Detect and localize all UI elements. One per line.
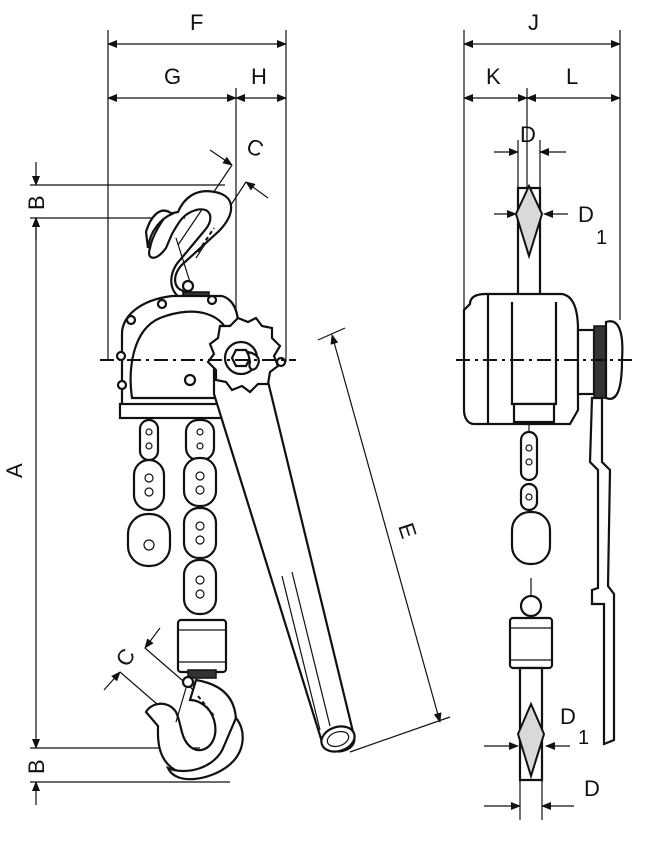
bottom-block-collar bbox=[187, 669, 217, 679]
bottom-block bbox=[176, 618, 228, 679]
side-chain-link-1-hole-a bbox=[525, 444, 533, 452]
side-chain-link-2-hole bbox=[525, 493, 533, 501]
label-D-bottom: D bbox=[584, 776, 600, 801]
side-lever-arm bbox=[588, 396, 616, 746]
side-view: J K L D D 1 bbox=[456, 10, 632, 820]
bottom-hook bbox=[144, 675, 244, 781]
label-F: F bbox=[190, 10, 203, 35]
side-lever bbox=[588, 396, 616, 746]
housing-bolt-5 bbox=[183, 373, 197, 387]
dimension-arrow-C-top-1 bbox=[209, 149, 233, 166]
side-bottom-hook-diamond bbox=[516, 701, 546, 780]
housing-bolt-6 bbox=[206, 294, 218, 306]
side-chain-link-1-hole-b bbox=[525, 458, 533, 466]
label-L: L bbox=[566, 64, 578, 89]
side-chain-ring bbox=[519, 594, 543, 618]
top-hook bbox=[144, 190, 233, 302]
handle-arm bbox=[212, 330, 356, 753]
slack-chain-link-1-hole-b bbox=[145, 442, 153, 450]
label-C-top: C bbox=[243, 133, 267, 162]
bottom-hook-latch-dashed bbox=[197, 695, 215, 717]
front-view: F G H B A B C C E bbox=[2, 10, 451, 805]
ratchet-star-wheel bbox=[206, 316, 287, 394]
load-chain-link-1 bbox=[184, 418, 216, 462]
side-housing-bottom bbox=[512, 402, 556, 424]
load-chain-link-3 bbox=[182, 506, 218, 560]
handle-groove-1 bbox=[281, 575, 321, 731]
housing-bottom-plate bbox=[118, 402, 232, 420]
label-B-top: B bbox=[24, 195, 49, 210]
top-hook-latch-dashed bbox=[197, 227, 215, 253]
slack-chain-link-1-hole-a bbox=[145, 428, 153, 436]
label-D1-top: D bbox=[578, 202, 594, 227]
star-wheel-pawl bbox=[246, 350, 260, 371]
load-chain-link-2-hole-a bbox=[195, 471, 205, 481]
housing-bolt-3 bbox=[115, 350, 127, 362]
bottom-hook-bowl bbox=[165, 715, 244, 781]
load-chain-link-4-hole-b bbox=[195, 589, 205, 599]
load-chain-link-4 bbox=[182, 558, 218, 616]
side-ratchet-hub bbox=[576, 328, 596, 396]
side-chain-end-link bbox=[510, 510, 552, 566]
side-housing-cover bbox=[510, 302, 558, 406]
label-J: J bbox=[528, 10, 539, 35]
slack-chain bbox=[126, 418, 172, 568]
load-chain-link-1-hole-b bbox=[196, 442, 204, 450]
load-chain bbox=[182, 418, 218, 616]
slack-chain-end-hole bbox=[143, 539, 155, 551]
label-D-top: D bbox=[520, 122, 536, 147]
label-E: E bbox=[393, 520, 421, 542]
side-star-wheel bbox=[593, 325, 607, 399]
side-chain-link-2 bbox=[519, 482, 539, 512]
extension-line-E-top bbox=[317, 327, 346, 341]
top-hook-latch bbox=[175, 237, 191, 283]
side-chain-link-1 bbox=[519, 430, 539, 482]
slack-chain-link-1 bbox=[138, 418, 160, 462]
side-bottom-block bbox=[508, 616, 554, 782]
label-D1-bottom: D bbox=[560, 704, 576, 729]
extension-line-E-bottom bbox=[349, 716, 451, 753]
housing-bolt-4 bbox=[116, 379, 128, 391]
label-K: K bbox=[486, 64, 501, 89]
bottom-block-body bbox=[176, 618, 228, 674]
dimension-arrow-C-top-2 bbox=[245, 181, 269, 199]
load-chain-link-4-hole-a bbox=[195, 575, 205, 585]
load-chain-link-3-hole-a bbox=[195, 521, 205, 531]
top-hook-body bbox=[148, 190, 233, 302]
housing-bolt-1 bbox=[156, 298, 168, 310]
housing-bolt-2 bbox=[125, 314, 137, 326]
load-chain-link-2 bbox=[182, 456, 218, 508]
side-top-hook bbox=[514, 183, 544, 300]
top-hook-tip bbox=[144, 209, 175, 249]
load-chain-link-1-hole-a bbox=[196, 428, 204, 436]
label-A: A bbox=[2, 463, 27, 478]
slack-chain-link-2 bbox=[132, 458, 166, 512]
label-H: H bbox=[251, 64, 267, 89]
side-top-hook-diamond bbox=[514, 183, 544, 260]
label-C-bottom: C bbox=[111, 644, 141, 670]
dimension-arrow-C-bottom-1 bbox=[144, 627, 161, 649]
dimension-line-E bbox=[330, 334, 442, 723]
load-chain-link-3-hole-b bbox=[195, 535, 205, 545]
bottom-hook-latch bbox=[175, 687, 187, 723]
dimension-arrow-C-bottom-2 bbox=[103, 671, 121, 691]
handle-end-cap-inner bbox=[326, 730, 350, 748]
load-chain-link-2-hole-b bbox=[195, 485, 205, 495]
label-G: G bbox=[164, 64, 181, 89]
bottom-hook-pin bbox=[181, 675, 195, 689]
label-D1-top-subscript: 1 bbox=[596, 227, 607, 249]
label-D1-bottom-subscript: 1 bbox=[578, 727, 589, 749]
lever-handle bbox=[212, 330, 356, 753]
handle-groove-2 bbox=[291, 571, 331, 727]
hoist-housing bbox=[115, 294, 240, 420]
slack-chain-link-2-hole-b bbox=[144, 487, 154, 497]
side-chain bbox=[510, 422, 552, 618]
top-hook-pin bbox=[181, 279, 195, 293]
slack-chain-link-2-hole-a bbox=[144, 473, 154, 483]
label-B-bottom: B bbox=[24, 759, 49, 774]
